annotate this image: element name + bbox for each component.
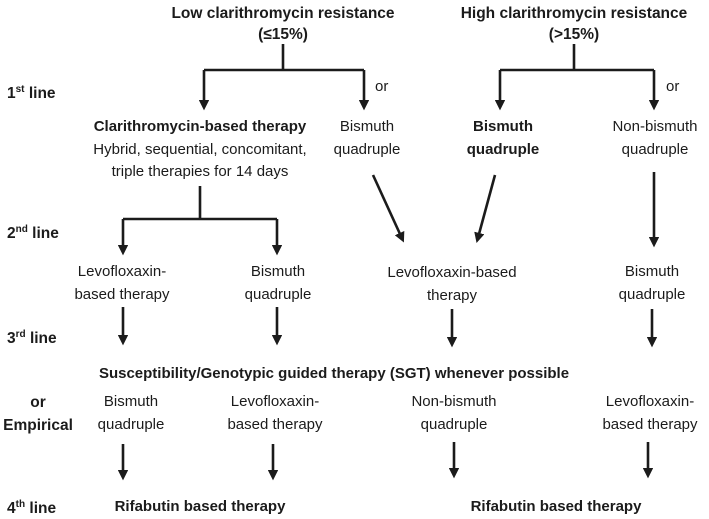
node-clarithromycin-based-therapy: Clarithromycin-based therapy Hybrid, seq… bbox=[93, 118, 307, 180]
row-label-first-line: 1st line bbox=[7, 84, 56, 103]
header-high-resistance: High clarithromycin resistance (>15%) bbox=[461, 3, 688, 45]
arrow-diagonal-from-bismuth bbox=[371, 174, 405, 243]
node-bismuth-second-left: Bismuth quadruple bbox=[244, 263, 312, 303]
node-empirical-levofloxacin-left: Levofloxaxin- based therapy bbox=[227, 393, 323, 433]
node-levofloxacin-mid: Levofloxaxin-based therapy bbox=[387, 264, 517, 304]
node-rifabutin-right: Rifabutin based therapy bbox=[470, 498, 642, 515]
row-label-fourth-line: 4th line bbox=[7, 499, 57, 518]
header-high-subtitle: (>15%) bbox=[548, 26, 600, 43]
row-label-empirical: or Empirical bbox=[3, 394, 73, 434]
header-high-title: High clarithromycin resistance bbox=[460, 5, 688, 22]
node-bismuth-quadruple-low: Bismuth quadruple bbox=[333, 118, 401, 158]
node-levofloxacin-left: Levofloxaxin- based therapy bbox=[74, 263, 170, 303]
node-rifabutin-left: Rifabutin based therapy bbox=[114, 498, 286, 515]
node-empirical-levofloxacin-right: Levofloxaxin- based therapy bbox=[602, 393, 698, 433]
or-label-low: or bbox=[375, 78, 389, 95]
node-bismuth-quadruple-high: Bismuth quadruple bbox=[466, 118, 540, 158]
header-low-subtitle: (≤15%) bbox=[258, 26, 308, 43]
node-sgt-therapy: Susceptibility/Genotypic guided therapy … bbox=[98, 365, 570, 382]
node-non-bismuth-quadruple-high: Non-bismuth quadruple bbox=[612, 118, 698, 158]
node-bismuth-second-right: Bismuth quadruple bbox=[618, 263, 686, 303]
or-label-high: or bbox=[666, 78, 680, 95]
row-label-third-line: 3rd line bbox=[7, 329, 57, 348]
header-low-title: Low clarithromycin resistance bbox=[171, 5, 395, 22]
header-low-resistance: Low clarithromycin resistance (≤15%) bbox=[171, 3, 394, 45]
arrow-diagonal-from-bismuth-bold bbox=[474, 174, 497, 244]
row-label-second-line: 2nd line bbox=[7, 224, 59, 243]
node-empirical-bismuth: Bismuth quadruple bbox=[97, 393, 165, 433]
node-empirical-non-bismuth: Non-bismuth quadruple bbox=[411, 393, 497, 433]
